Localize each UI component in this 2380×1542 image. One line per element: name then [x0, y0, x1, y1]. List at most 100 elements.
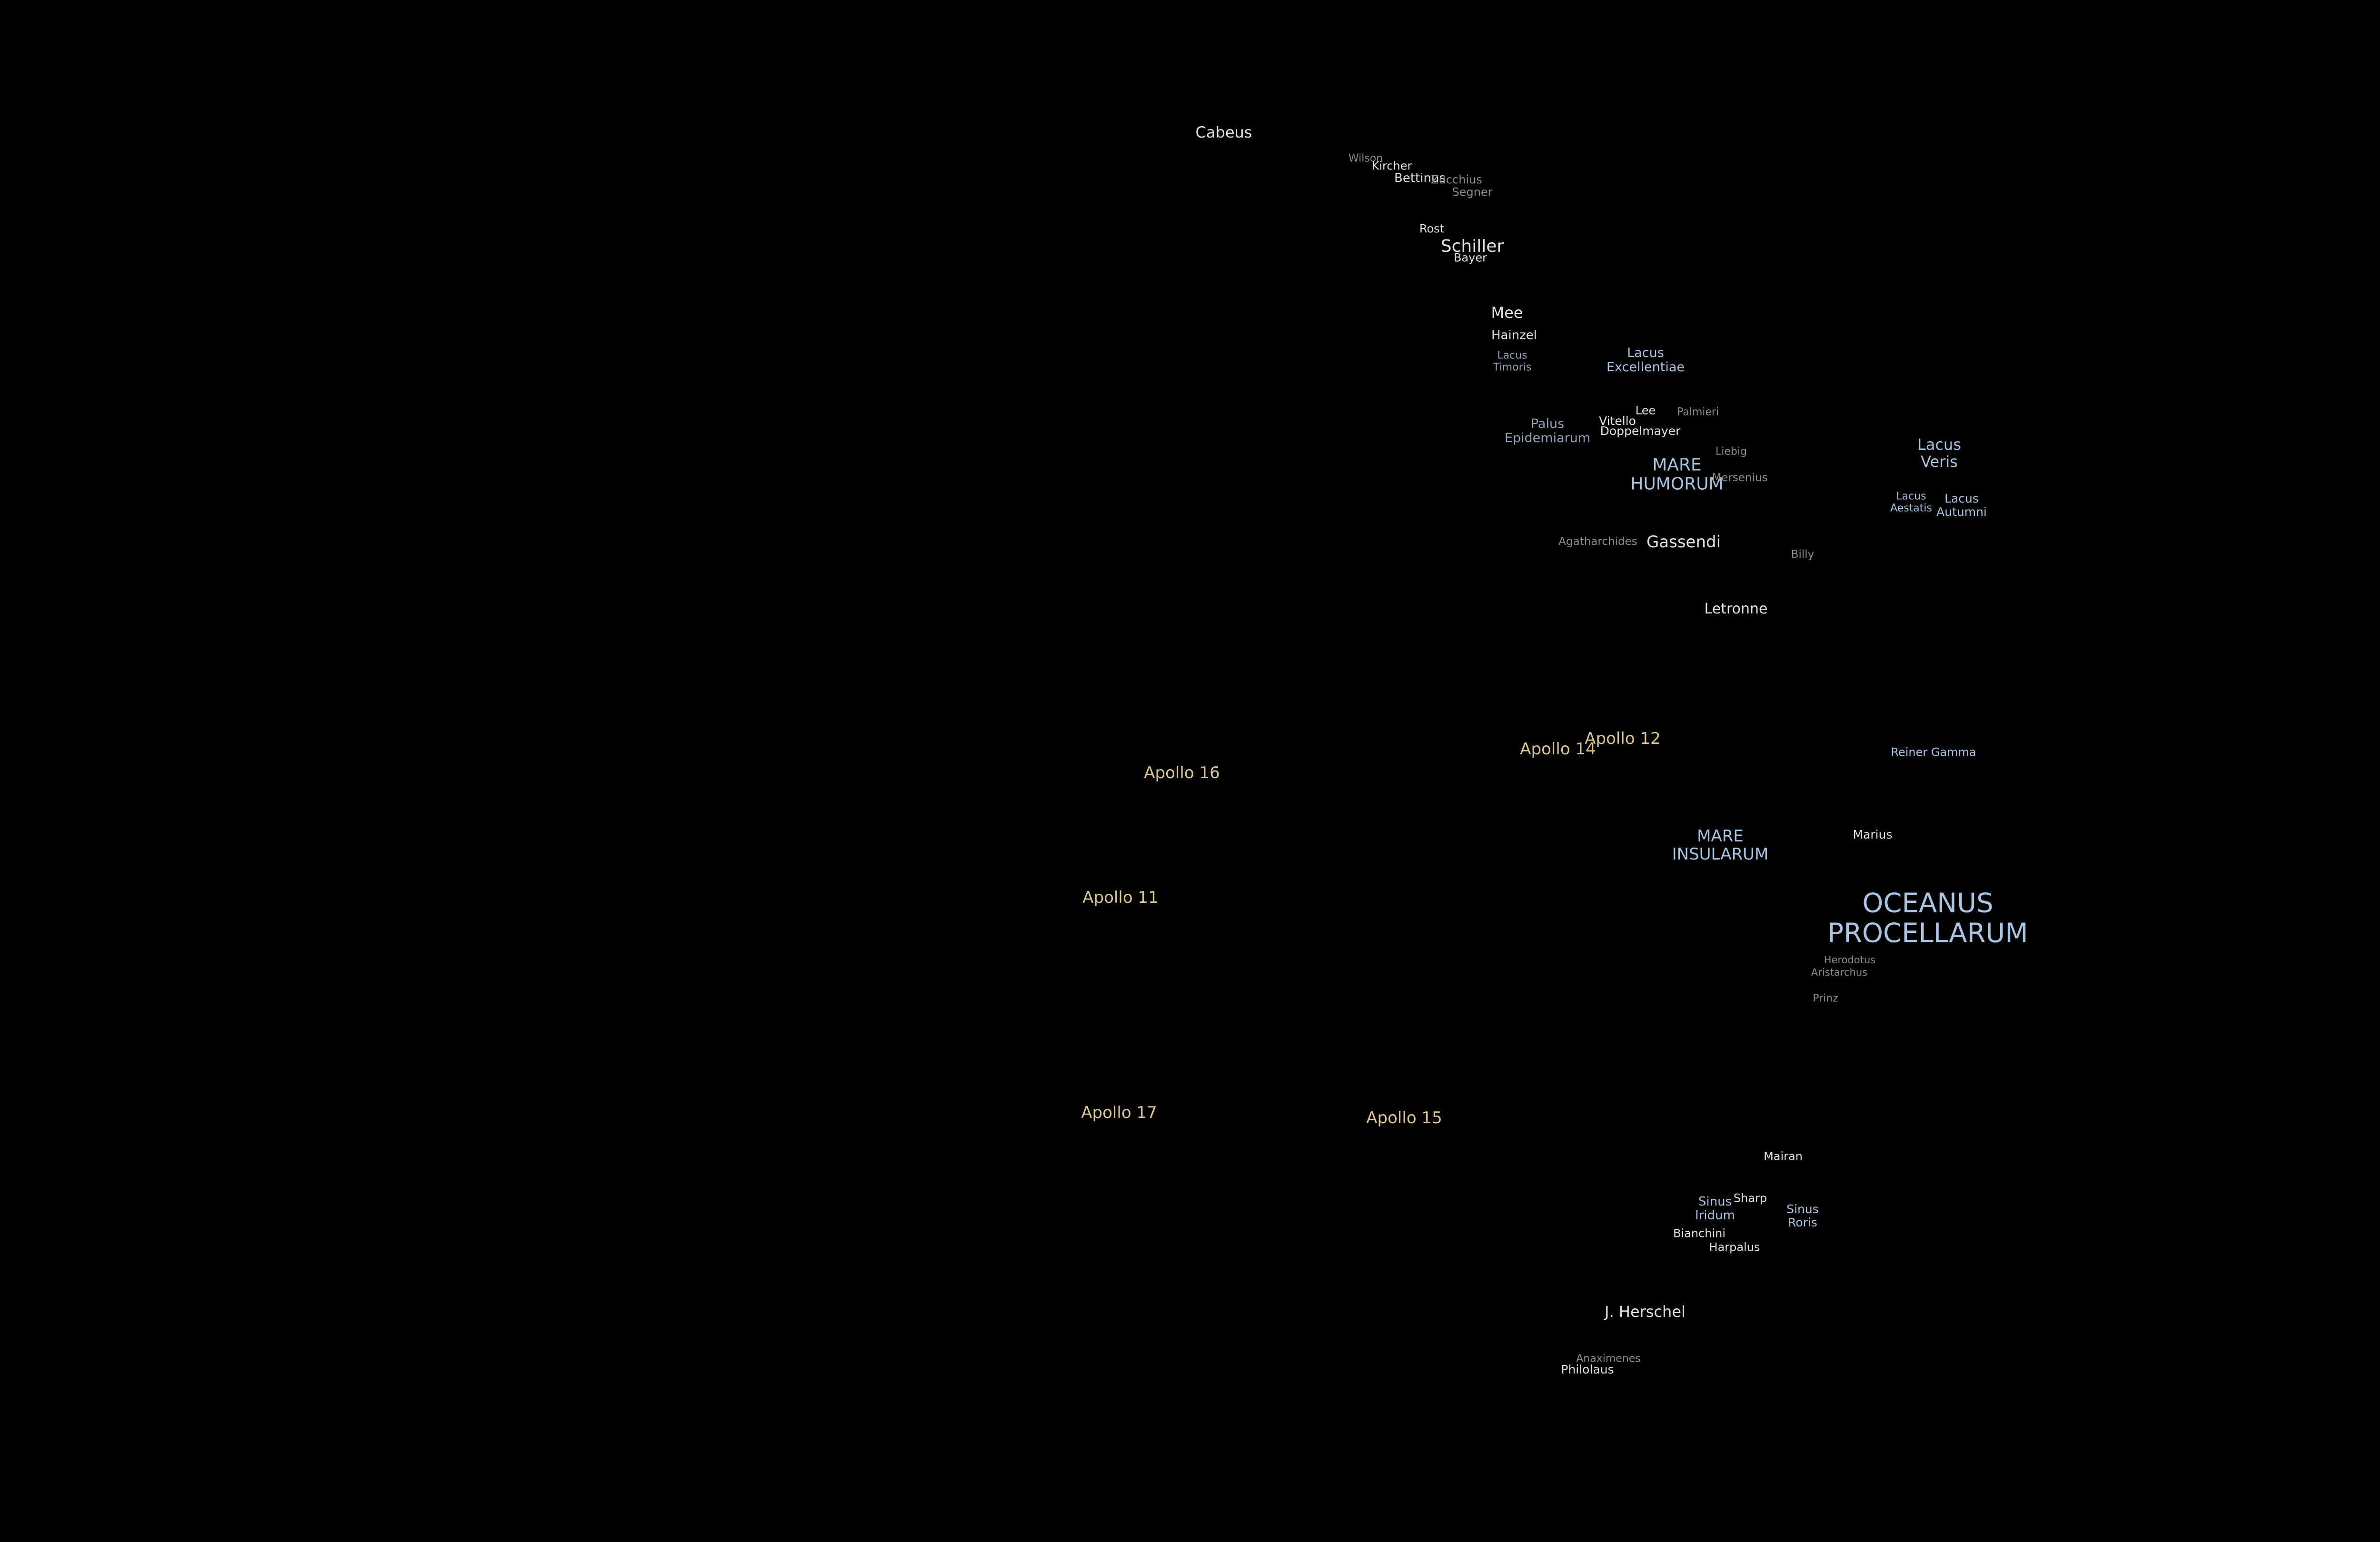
map-label-line: Anaximenes [1576, 1353, 1641, 1365]
map-label-line: Liebig [1716, 445, 1747, 458]
map-label-wilson: Wilson [1349, 153, 1383, 165]
map-label-line: PROCELLARUM [1827, 918, 2028, 949]
map-label-line: Lacus [1497, 349, 1527, 362]
map-label-j-herschel: J. Herschel [1605, 1303, 1686, 1321]
map-label-line: Letronne [1704, 601, 1768, 618]
map-label-line: Wilson [1348, 152, 1383, 165]
map-label-line: Gassendi [1646, 532, 1721, 552]
map-label-rost: Rost [1419, 222, 1444, 236]
map-label-line: Cabeus [1195, 123, 1252, 142]
map-label-schiller: Schiller [1441, 237, 1504, 256]
map-label-line: Hainzel [1491, 328, 1537, 343]
map-label-line: MARE [1697, 826, 1744, 846]
map-label-philolaus: Philolaus [1561, 1363, 1614, 1376]
map-label-liebig: Liebig [1716, 446, 1747, 458]
map-label-line: Apollo 16 [1144, 763, 1220, 782]
map-label-apollo-16: Apollo 16 [1144, 764, 1220, 782]
map-label-hainzel: Hainzel [1491, 328, 1537, 342]
map-label-line: Harpalus [1709, 1240, 1760, 1254]
map-label-line: Marius [1853, 828, 1893, 841]
map-label-line: Lacus [1627, 345, 1664, 360]
map-label-letronne: Letronne [1705, 601, 1768, 617]
map-label-line: Epidemiarum [1504, 431, 1591, 445]
map-label-line: Apollo 17 [1081, 1103, 1157, 1122]
map-label-herodotus: Herodotus [1824, 955, 1875, 966]
map-label-line: Apollo 15 [1366, 1108, 1442, 1127]
map-label-line: Sinus [1698, 1194, 1732, 1209]
map-label-line: Aristarchus [1811, 967, 1868, 979]
map-label-bettinus: Bettinus [1394, 171, 1446, 185]
map-label-apollo-17: Apollo 17 [1081, 1104, 1157, 1122]
map-label-line: Autumni [1936, 505, 1987, 519]
map-label-line: Vitello [1599, 414, 1636, 428]
map-label-line: Sharp [1733, 1191, 1767, 1205]
map-label-line: Kircher [1371, 159, 1412, 173]
map-label-apollo-12: Apollo 12 [1585, 730, 1660, 748]
map-label-lee: Lee [1635, 404, 1656, 417]
map-label-line: Segner [1452, 185, 1493, 199]
map-label-line: Prinz [1813, 992, 1838, 1005]
map-label-line: INSULARUM [1672, 845, 1769, 864]
map-label-apollo-11: Apollo 11 [1082, 889, 1158, 907]
map-label-line: Lee [1635, 404, 1656, 417]
map-label-line: Veris [1921, 453, 1958, 471]
map-label-line: Doppelmayer [1600, 424, 1681, 438]
map-label-line: Palus [1530, 416, 1565, 431]
map-label-line: Bianchini [1673, 1226, 1726, 1240]
map-label-doppelmayer: Doppelmayer [1600, 425, 1681, 438]
map-label-bianchini: Bianchini [1673, 1227, 1726, 1240]
map-label-billy: Billy [1791, 548, 1815, 561]
map-label-cabeus: Cabeus [1196, 124, 1252, 141]
map-label-mee: Mee [1491, 304, 1523, 322]
map-label-palmieri: Palmieri [1676, 406, 1719, 419]
map-label-line: Roris [1788, 1216, 1817, 1229]
map-label-apollo-15: Apollo 15 [1366, 1109, 1442, 1127]
map-label-line: Apollo 12 [1585, 729, 1661, 748]
map-label-segner: Segner [1452, 186, 1492, 199]
map-label-line: Aestatis [1890, 502, 1932, 514]
map-label-gassendi: Gassendi [1646, 533, 1721, 551]
map-label-mairan: Mairan [1764, 1150, 1803, 1163]
map-label-line: Billy [1791, 548, 1815, 561]
map-label-line: Herodotus [1824, 954, 1876, 966]
map-label-line: Reiner Gamma [1891, 745, 1976, 759]
map-label-line: Zucchius [1431, 173, 1482, 187]
map-label-line: Bettinus [1394, 171, 1446, 186]
map-label-line: Sinus [1786, 1202, 1819, 1216]
map-label-sharp: Sharp [1734, 1192, 1767, 1205]
map-label-line: Lacus [1917, 435, 1961, 454]
map-label-line: Mee [1491, 304, 1523, 322]
map-label-line: Apollo 14 [1520, 739, 1596, 759]
map-label-kircher: Kircher [1371, 159, 1412, 173]
map-label-anaximenes: Anaximenes [1576, 1353, 1641, 1365]
map-label-line: OCEANUS [1862, 888, 1993, 919]
map-label-marius: Marius [1853, 828, 1893, 841]
map-label-line: Bayer [1453, 251, 1488, 265]
map-label-line: Mairan [1764, 1149, 1803, 1163]
map-label-line: MARE [1652, 455, 1702, 475]
map-label-aristarchus: Aristarchus [1811, 967, 1867, 979]
map-label-line: Schiller [1440, 236, 1504, 256]
map-label-line: Lacus [1896, 490, 1926, 503]
map-label-line: Palmieri [1676, 406, 1719, 418]
map-label-line: J. Herschel [1605, 1303, 1686, 1321]
map-label-mersenius: Mersenius [1712, 472, 1767, 484]
map-label-vitello: Vitello [1599, 415, 1636, 428]
map-label-harpalus: Harpalus [1709, 1241, 1760, 1254]
map-label-line: HUMORUM [1630, 474, 1724, 494]
map-label-zucchius: Zucchius [1431, 173, 1482, 187]
map-label-line: Apollo 11 [1082, 888, 1159, 907]
map-label-reiner-gamma: Reiner Gamma [1891, 746, 1976, 759]
map-label-line: Lacus [1944, 492, 1979, 505]
